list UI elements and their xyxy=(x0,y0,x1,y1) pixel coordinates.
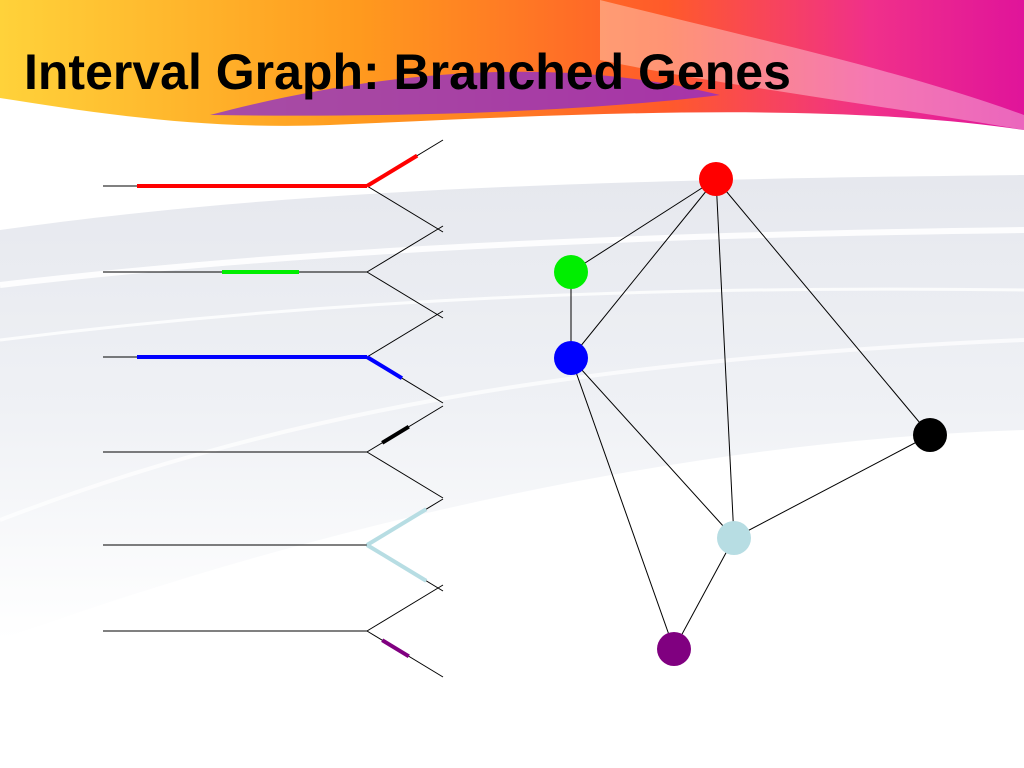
gene-interval-red xyxy=(365,153,419,188)
gene-lower-branch xyxy=(366,271,444,319)
gene-row-red xyxy=(103,139,444,233)
gene-interval-light-blue xyxy=(365,507,428,547)
graph-node-purple xyxy=(657,632,691,666)
gene-interval-black xyxy=(381,424,410,445)
graph-edge-red-blue xyxy=(570,178,717,359)
gene-interval-blue xyxy=(365,355,403,380)
graph-node-green xyxy=(554,255,588,289)
graph-edge-red-green xyxy=(570,178,717,273)
gene-row-black xyxy=(103,405,444,499)
gene-upper-branch xyxy=(366,310,444,358)
gene-row-light-blue xyxy=(103,498,444,592)
graph-node-blue xyxy=(554,341,588,375)
graph-nodes xyxy=(554,162,947,666)
gene-lower-branch xyxy=(366,451,444,499)
graph-edge-light-blue-purple xyxy=(673,537,735,650)
graph-node-light-blue xyxy=(717,521,751,555)
graph-node-red xyxy=(699,162,733,196)
graph-edge-blue-purple xyxy=(570,357,675,650)
graph-edge-red-black xyxy=(715,178,931,436)
gene-row-blue xyxy=(103,310,444,404)
graph-edges xyxy=(570,178,931,650)
graph-edge-blue-light-blue xyxy=(570,357,735,539)
gene-row-green xyxy=(103,225,444,319)
gene-intervals xyxy=(103,139,444,678)
gene-interval-purple xyxy=(381,638,410,659)
slide-title: Interval Graph: Branched Genes xyxy=(24,44,791,100)
graph-edge-red-light-blue xyxy=(715,178,735,539)
gene-interval-light-blue xyxy=(365,543,428,583)
graph-edge-light-blue-black xyxy=(733,434,931,539)
gene-upper-branch xyxy=(366,584,444,632)
gene-lower-branch xyxy=(366,185,444,233)
graph-node-black xyxy=(913,418,947,452)
gene-row-purple xyxy=(103,584,444,678)
gene-upper-branch xyxy=(366,225,444,273)
